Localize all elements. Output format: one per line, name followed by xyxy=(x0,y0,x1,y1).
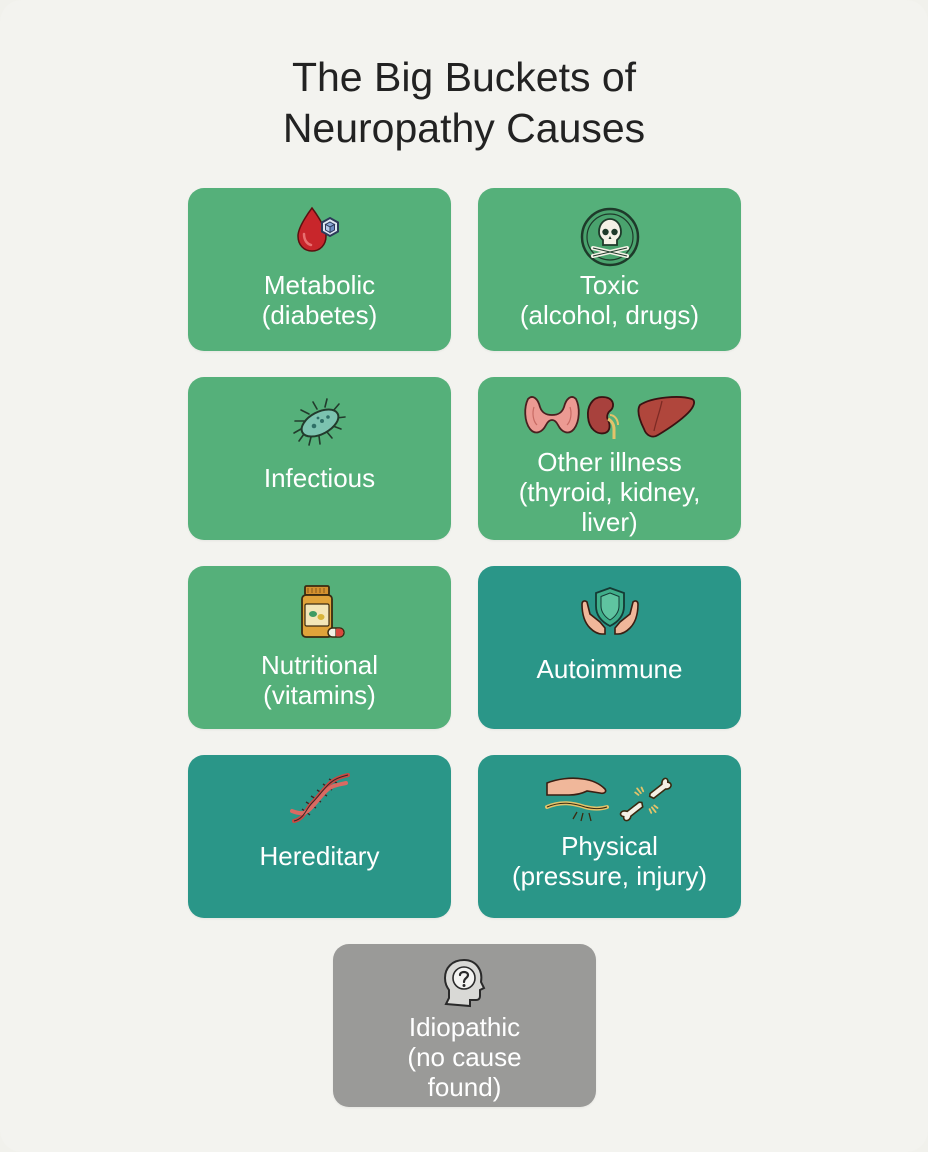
vitamin-bottle-icon xyxy=(300,585,345,638)
card-label: Autoimmune xyxy=(536,654,683,684)
head-question-icon xyxy=(443,958,485,1008)
blood-drop-sugar-icon xyxy=(296,206,339,252)
card-label: Hereditary xyxy=(259,841,380,871)
card-nutritional: Nutritional (vitamins) xyxy=(188,566,451,729)
card-autoimmune: Autoimmune xyxy=(478,566,741,729)
card-hereditary: Hereditary xyxy=(188,755,451,918)
organs-icon xyxy=(523,396,695,439)
card-label: Nutritional (vitamins) xyxy=(260,650,379,710)
title-line-2: Neuropathy Causes xyxy=(282,105,646,151)
card-idiopathic: Idiopathic (no cause found) xyxy=(333,944,596,1107)
card-physical: Physical (pressure, injury) xyxy=(478,755,741,918)
card-toxic: Toxic (alcohol, drugs) xyxy=(478,188,741,351)
card-label: Metabolic (diabetes) xyxy=(261,270,378,330)
card-metabolic: Metabolic (diabetes) xyxy=(188,188,451,351)
page-title: The Big Buckets of Neuropathy Causes xyxy=(0,52,928,154)
card-label: Toxic (alcohol, drugs) xyxy=(519,270,700,330)
card-label: Infectious xyxy=(263,463,376,493)
card-infectious: Infectious xyxy=(188,377,451,540)
dna-icon xyxy=(289,773,350,823)
bacteria-icon xyxy=(292,398,346,446)
shield-hands-icon xyxy=(580,587,639,635)
title-line-1: The Big Buckets of xyxy=(291,54,637,100)
card-label: Other illness (thyroid, kidney, liver) xyxy=(518,447,701,537)
card-label: Physical (pressure, injury) xyxy=(511,831,708,891)
skull-crossbones-icon xyxy=(580,207,639,267)
card-label: Idiopathic (no cause found) xyxy=(407,1012,522,1102)
hand-pressure-bone-icon xyxy=(544,777,672,822)
card-other-illness: Other illness (thyroid, kidney, liver) xyxy=(478,377,741,540)
